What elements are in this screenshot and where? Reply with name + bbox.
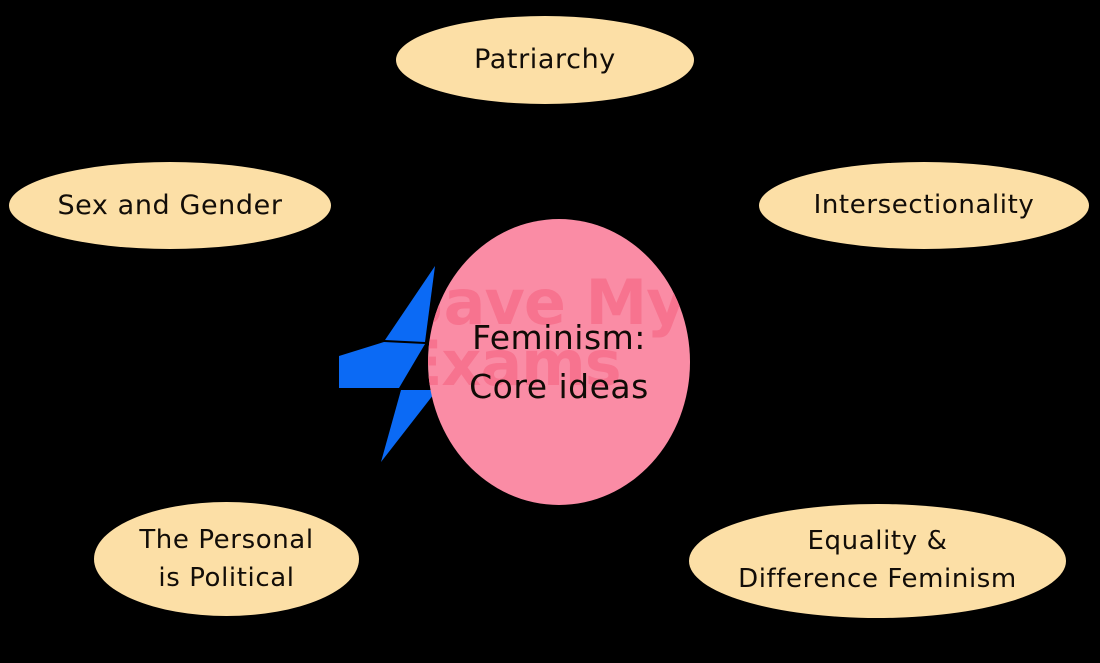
node-patriarchy-label: Patriarchy bbox=[474, 44, 616, 76]
lightning-bolt-logo-icon bbox=[339, 266, 437, 462]
node-intersectionality-label: Intersectionality bbox=[813, 190, 1035, 221]
node-equality-difference-label: Equality & Difference Feminism bbox=[738, 526, 1017, 594]
node-sex-and-gender-label: Sex and Gender bbox=[57, 189, 283, 221]
node-sex-and-gender[interactable]: Sex and Gender bbox=[9, 162, 331, 249]
core-circle[interactable]: Save My Exams Feminism: Core ideas bbox=[428, 219, 690, 505]
node-intersectionality[interactable]: Intersectionality bbox=[759, 162, 1089, 249]
node-equality-difference[interactable]: Equality & Difference Feminism bbox=[689, 504, 1066, 618]
core-title: Feminism: Core ideas bbox=[469, 317, 649, 407]
node-personal-political[interactable]: The Personal is Political bbox=[94, 502, 359, 616]
node-personal-political-label: The Personal is Political bbox=[139, 524, 314, 593]
node-patriarchy[interactable]: Patriarchy bbox=[396, 16, 694, 104]
